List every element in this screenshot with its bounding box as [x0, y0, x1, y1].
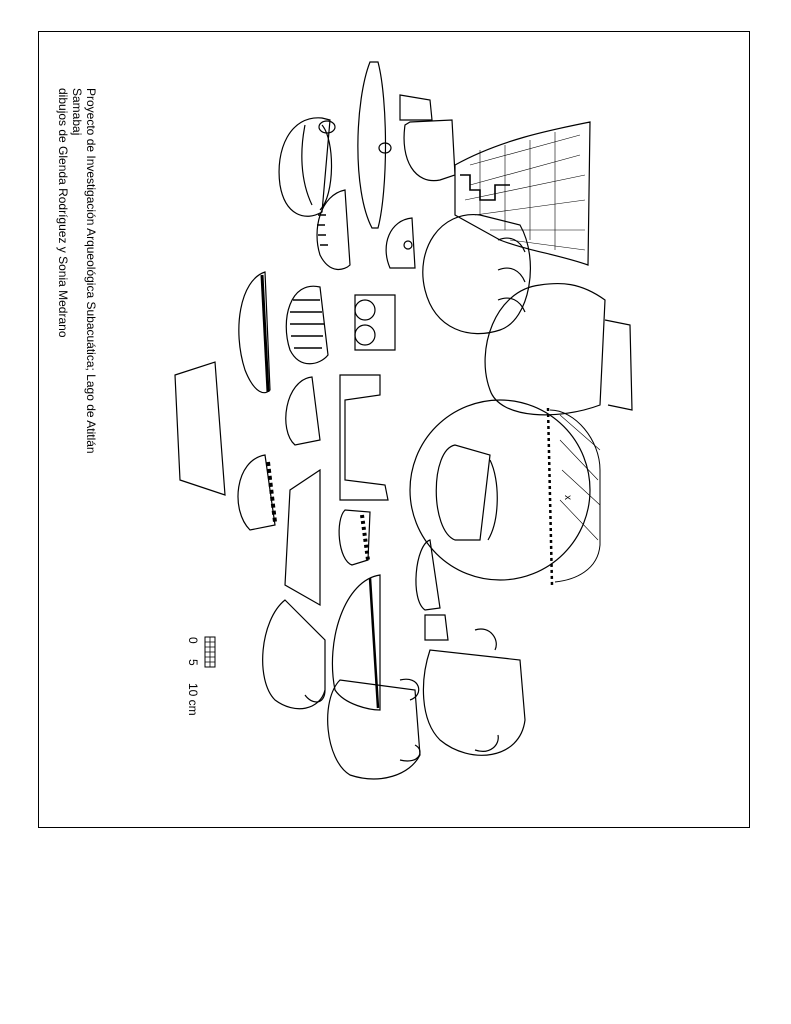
- vessel-tripod-cup: [399, 94, 456, 182]
- decorated-sherd: [454, 121, 591, 266]
- vessel-small-jar: [435, 444, 498, 541]
- scale-label-5: 5: [186, 659, 200, 666]
- vessel-pitcher: [262, 599, 326, 710]
- vessel-tall-bowl: [174, 361, 226, 496]
- drawing-sheet: [38, 31, 791, 828]
- vessel-round-bowl: [285, 376, 321, 446]
- vessel-amphora: [422, 614, 526, 756]
- vessel-bowl-ribbed: [316, 189, 351, 270]
- scale-bar: [204, 636, 216, 668]
- vessel-bowl-lower: [331, 539, 441, 711]
- vessel-small-bowl: [385, 217, 416, 269]
- vessel-fluted-bowl: [285, 285, 329, 365]
- scale-label-10cm: 10 cm: [186, 683, 200, 716]
- vessel-globular-jar-large: x: [409, 399, 601, 586]
- vessel-large-jar-right: [484, 282, 633, 416]
- vessel-pedestal: [339, 374, 389, 501]
- vessel-bowl-banded: [238, 271, 271, 394]
- scale-label-0: 0: [186, 637, 200, 644]
- vessel-bowl-triangles: [237, 454, 371, 566]
- svg-text:x: x: [562, 495, 573, 500]
- vessel-lidded-bowl: [278, 117, 336, 217]
- vessel-tripod-dish: [354, 294, 396, 351]
- vessel-wide-bowl: [284, 468, 321, 607]
- vessel-handled-jar: [422, 214, 531, 335]
- vessel-jar-bottom: [327, 678, 421, 780]
- sheet-frame: [38, 31, 750, 828]
- vessel-plate-tall: [357, 61, 392, 229]
